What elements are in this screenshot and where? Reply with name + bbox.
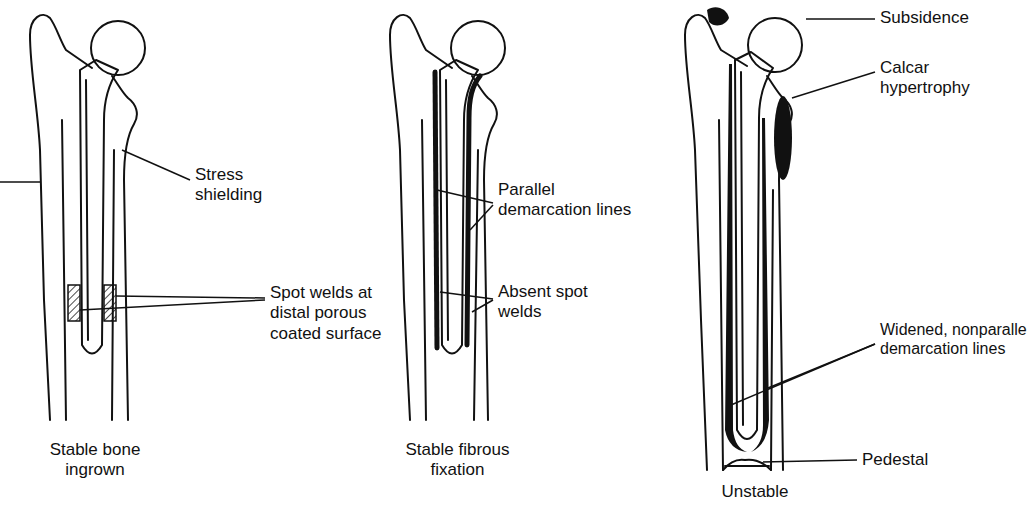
callout-label: Spot welds at distal porous coated surfa… bbox=[270, 283, 398, 344]
callout-label: Parallel demarcation lines bbox=[498, 180, 643, 221]
callout-label: Unstable bbox=[705, 482, 805, 502]
callout-label: Stable fibrous fixation bbox=[390, 440, 525, 481]
callout-label: Absent spot welds bbox=[498, 282, 606, 323]
callout-label: Stable bone ingrown bbox=[35, 440, 155, 481]
femur-fibrous-fixation bbox=[390, 15, 505, 420]
callout-label: Pedestal bbox=[862, 450, 982, 470]
callout-label: Subsidence bbox=[880, 8, 1025, 28]
leader-lines bbox=[0, 19, 875, 462]
callout-label: Stress shielding bbox=[195, 165, 290, 206]
femur-unstable bbox=[685, 7, 802, 470]
callout-label: Widened, nonparalle demarcation lines bbox=[880, 320, 1027, 358]
callout-label: Calcar hypertrophy bbox=[880, 58, 1000, 99]
femur-stable-ingrown bbox=[30, 15, 145, 420]
